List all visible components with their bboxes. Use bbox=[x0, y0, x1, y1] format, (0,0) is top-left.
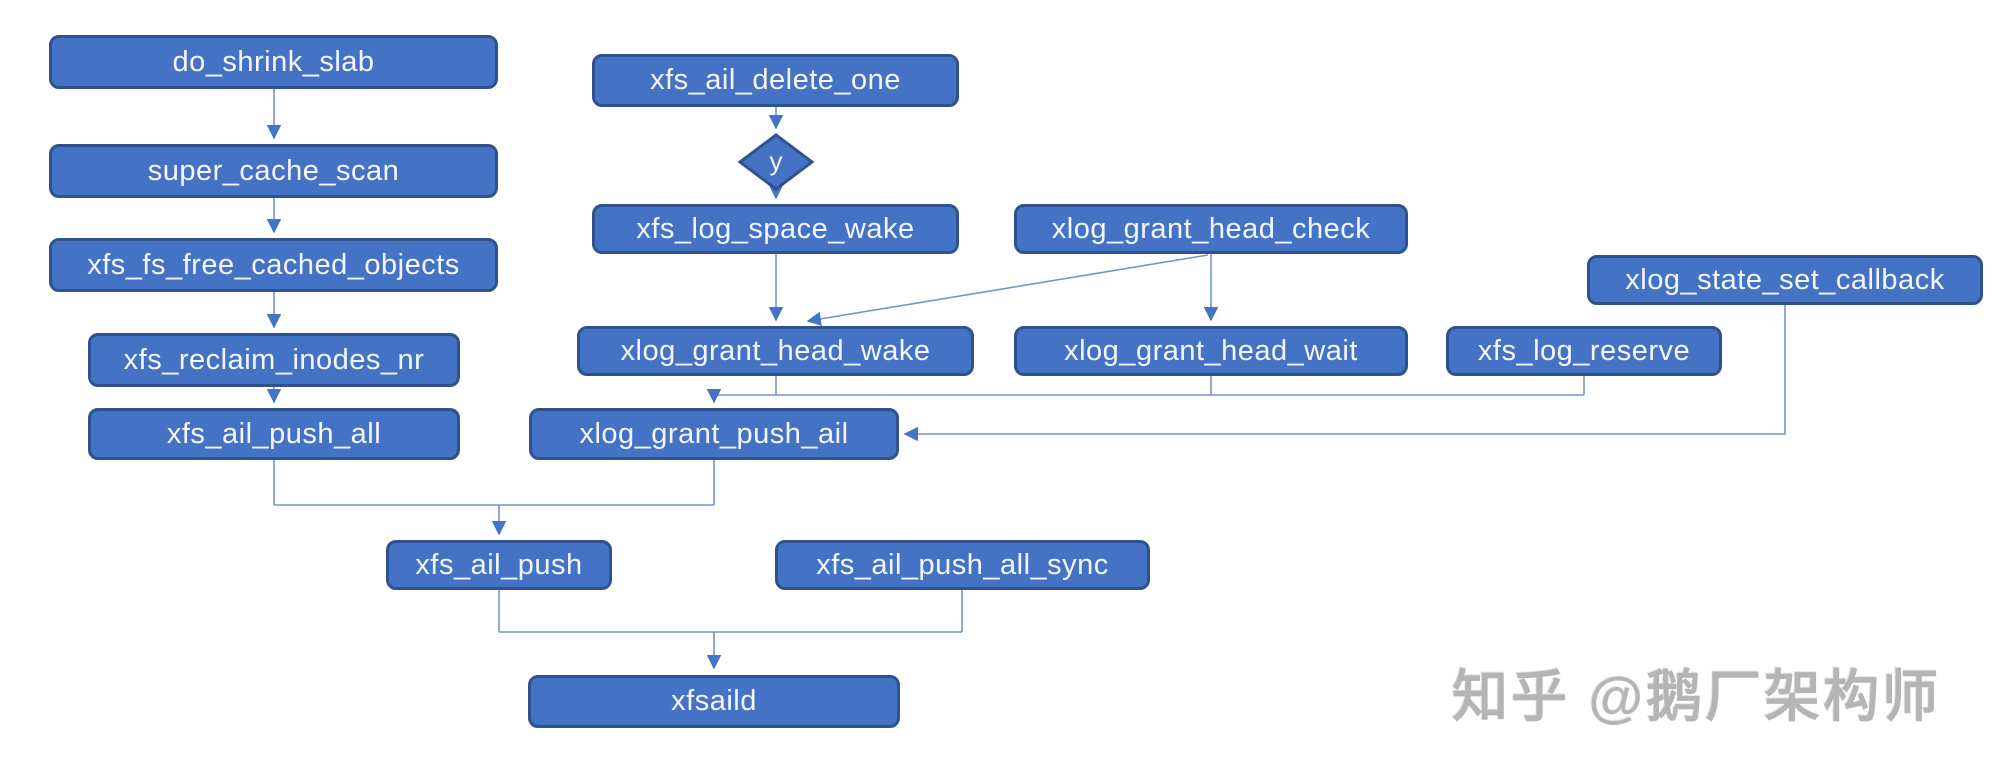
decision-label: y bbox=[769, 145, 783, 176]
node-xfs-ail-push-all-sync: xfs_ail_push_all_sync bbox=[775, 540, 1150, 590]
node-xfs-fs-free-cached-objects: xfs_fs_free_cached_objects bbox=[49, 238, 498, 292]
diamond-shape bbox=[738, 133, 814, 191]
node-xlog-grant-head-wake: xlog_grant_head_wake bbox=[577, 326, 974, 376]
node-xfs-log-reserve: xfs_log_reserve bbox=[1446, 326, 1722, 376]
node-xlog-grant-push-ail: xlog_grant_push_ail bbox=[529, 408, 899, 460]
node-do-shrink-slab: do_shrink_slab bbox=[49, 35, 498, 89]
edge-callback-route bbox=[908, 305, 1786, 435]
node-super-cache-scan: super_cache_scan bbox=[49, 144, 498, 198]
node-xfsaild: xfsaild bbox=[528, 675, 900, 728]
node-xfs-log-space-wake: xfs_log_space_wake bbox=[592, 204, 959, 254]
zhihu-watermark: 知乎 @鹅厂架构师 bbox=[1452, 665, 1942, 728]
edge-check-to-wake bbox=[806, 254, 1209, 326]
node-xfs-reclaim-inodes-nr: xfs_reclaim_inodes_nr bbox=[88, 333, 460, 387]
node-decision-y: y bbox=[738, 133, 814, 193]
node-xfs-ail-push-all: xfs_ail_push_all bbox=[88, 408, 460, 460]
node-xfs-ail-push: xfs_ail_push bbox=[386, 540, 612, 590]
node-xlog-state-set-callback: xlog_state_set_callback bbox=[1587, 255, 1983, 305]
node-xlog-grant-head-wait: xlog_grant_head_wait bbox=[1014, 326, 1408, 376]
node-xlog-grant-head-check: xlog_grant_head_check bbox=[1014, 204, 1408, 254]
node-xfs-ail-delete-one: xfs_ail_delete_one bbox=[592, 54, 959, 107]
